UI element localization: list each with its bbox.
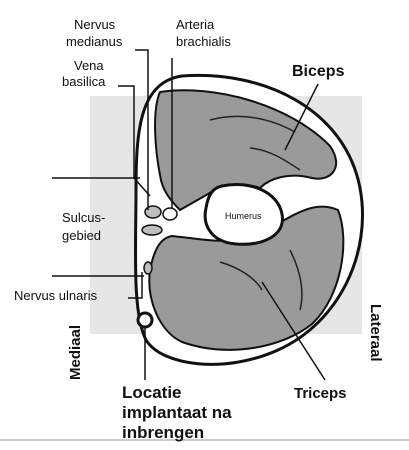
label-vena-basilica-2: basilica [62, 74, 106, 89]
label-sulcus-1: Sulcus- [62, 210, 105, 225]
label-triceps: Triceps [294, 385, 347, 402]
label-locatie-3: inbrengen [122, 423, 204, 442]
label-humerus: Humerus [225, 211, 262, 221]
label-lateraal: Lateraal [367, 304, 384, 362]
arteria-brachialis-structure [163, 208, 177, 220]
nervus-ulnaris-structure [144, 262, 152, 274]
label-nervus-medianus-1: Nervus [74, 17, 116, 32]
label-nervus-medianus-2: medianus [66, 34, 123, 49]
label-nervus-ulnaris: Nervus ulnaris [14, 288, 98, 303]
label-arteria-brachialis-2: brachialis [176, 34, 231, 49]
label-sulcus-2: gebied [62, 228, 101, 243]
label-arteria-brachialis-1: Arteria [176, 17, 215, 32]
label-mediaal: Mediaal [67, 325, 84, 380]
label-biceps: Biceps [292, 63, 345, 80]
label-vena-basilica-1: Vena [74, 58, 104, 73]
label-locatie-2: implantaat na [122, 403, 232, 422]
implant-location-marker [138, 313, 152, 327]
label-locatie-1: Locatie [122, 383, 182, 402]
vena-basilica-structure [142, 225, 162, 235]
